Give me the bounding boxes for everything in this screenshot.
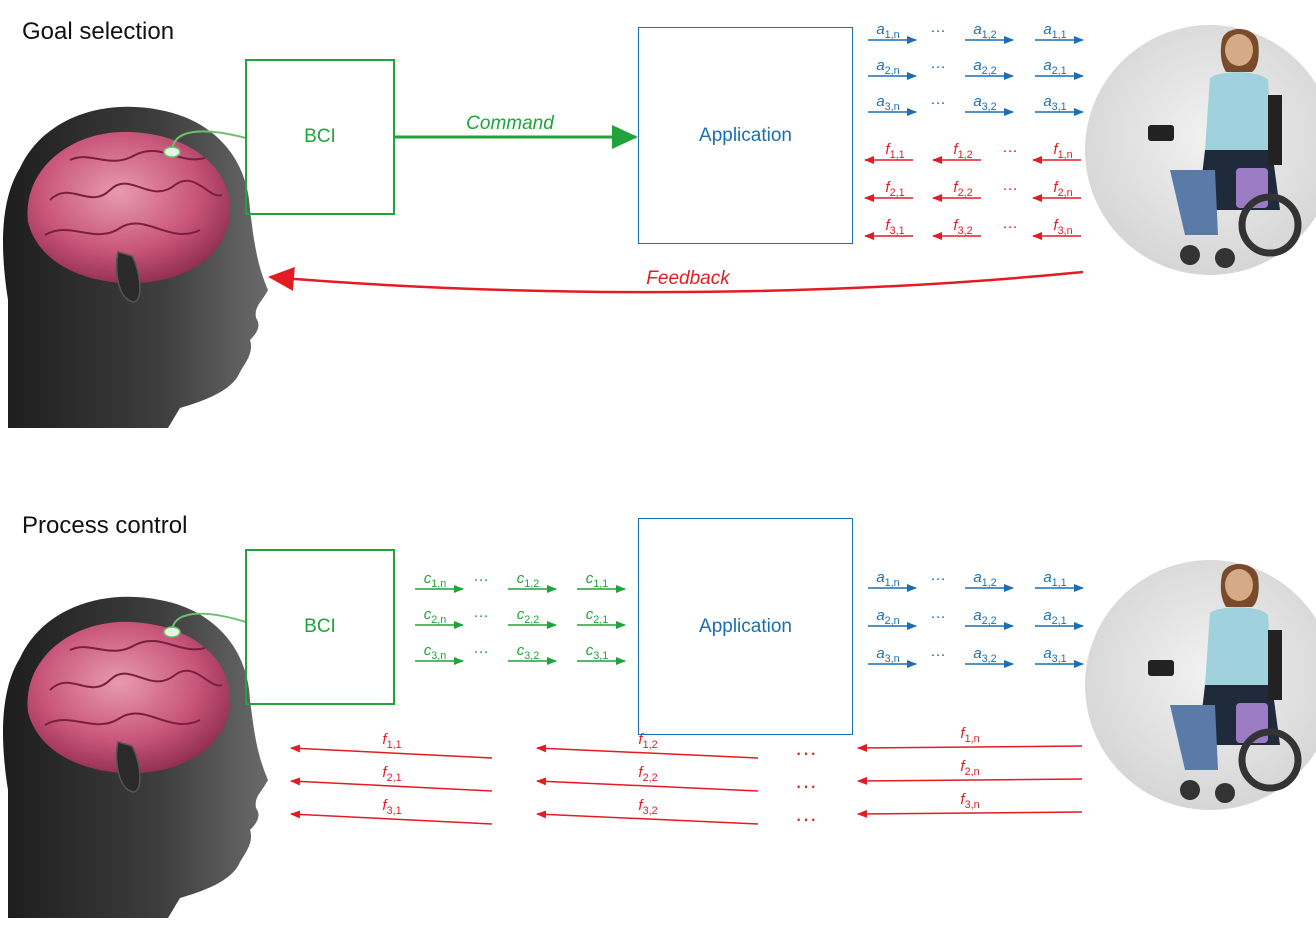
wheelchair-user-photo <box>1085 560 1316 810</box>
ellipsis: … <box>1002 139 1018 156</box>
feedback-signal-arrow <box>536 777 759 792</box>
feedback-signal-arrow <box>857 776 1083 785</box>
action-signal-label: a3,2 <box>973 645 996 665</box>
feedback-signal-label: f2,n <box>1053 179 1072 199</box>
ellipsis: … <box>930 55 946 72</box>
ellipsis: … <box>1002 177 1018 194</box>
human-head-brain-icon <box>2 105 269 429</box>
ellipsis: … <box>930 643 946 660</box>
feedback-signal-arrow <box>290 744 493 759</box>
ellipsis: … <box>930 567 946 584</box>
feedback-signal-label: f1,n <box>960 725 979 745</box>
feedback-signal-arrow <box>536 810 759 825</box>
action-signal-label: a1,n <box>876 21 899 41</box>
feedback-signal-label: f1,n <box>1053 141 1072 161</box>
feedback-signal-arrow <box>536 744 759 759</box>
ellipsis: ··· <box>795 806 817 831</box>
feedback-signal-arrow <box>290 777 493 792</box>
feedback-signal-arrow <box>857 743 1083 752</box>
feedback-signal-label: f1,1 <box>885 141 904 161</box>
bci-label: BCI <box>304 616 336 637</box>
feedback-signal-label: f1,1 <box>382 731 401 751</box>
action-signal-label: a3,2 <box>973 93 996 113</box>
feedback-label: Feedback <box>646 268 731 289</box>
action-signal-label: a3,1 <box>1043 93 1066 113</box>
action-signal-label: a3,1 <box>1043 645 1066 665</box>
feedback-signal-label: f1,2 <box>953 141 972 161</box>
command-label: Command <box>466 113 555 134</box>
command-signal-label: c1,1 <box>586 570 609 590</box>
wheelchair-user-photo <box>1085 25 1316 275</box>
electrode-wire <box>171 130 247 153</box>
action-signal-label: a2,2 <box>973 57 996 77</box>
ellipsis: ··· <box>795 773 817 798</box>
application-box: Application <box>638 27 853 244</box>
feedback-signal-label: f2,2 <box>953 179 972 199</box>
action-signal-label: a1,2 <box>973 569 996 589</box>
command-signal-label: c2,2 <box>517 606 540 626</box>
ellipsis: … <box>1002 215 1018 232</box>
ellipsis: … <box>930 19 946 36</box>
command-signal-label: c2,n <box>424 606 447 626</box>
action-signal-label: a2,n <box>876 57 899 77</box>
action-signal-label: a1,2 <box>973 21 996 41</box>
action-signal-label: a1,n <box>876 569 899 589</box>
bci-box: BCI <box>245 549 395 705</box>
signal-arrows: a1,n a1,2 a1,1 … a2,n a2,2 a2,1 … a3,n a3,2 a3,1 … f… <box>290 19 1084 831</box>
command-signal-label: c3,1 <box>586 642 609 662</box>
command-signal-label: c3,n <box>424 642 447 662</box>
feedback-signal-label: f2,2 <box>638 764 657 784</box>
feedback-signal-label: f3,2 <box>953 217 972 237</box>
feedback-signal-label: f1,2 <box>638 731 657 751</box>
application-label: Application <box>699 124 792 146</box>
command-signal-label: c1,2 <box>517 570 540 590</box>
ellipsis: … <box>930 605 946 622</box>
process-control-title: Process control <box>22 512 188 539</box>
ellipsis: … <box>473 568 489 585</box>
ellipsis: … <box>473 604 489 621</box>
feedback-signal-label: f3,1 <box>885 217 904 237</box>
bci-box: BCI <box>245 59 395 215</box>
command-signal-label: c2,1 <box>586 606 609 626</box>
action-signal-label: a3,n <box>876 93 899 113</box>
feedback-signal-label: f2,1 <box>382 764 401 784</box>
application-label: Application <box>699 615 792 637</box>
feedback-signal-arrow <box>857 809 1083 818</box>
action-signal-label: a3,n <box>876 645 899 665</box>
feedback-signal-label: f2,n <box>960 758 979 778</box>
action-signal-label: a2,2 <box>973 607 996 627</box>
ellipsis: … <box>473 640 489 657</box>
feedback-signal-arrow <box>290 810 493 825</box>
action-signal-label: a2,n <box>876 607 899 627</box>
ellipsis: … <box>930 91 946 108</box>
feedback-signal-label: f3,2 <box>638 797 657 817</box>
action-signal-label: a1,1 <box>1043 569 1066 589</box>
command-signal-label: c1,n <box>424 570 447 590</box>
feedback-signal-label: f3,n <box>1053 217 1072 237</box>
command-signal-label: c3,2 <box>517 642 540 662</box>
feedback-arrow <box>268 267 1084 294</box>
action-signal-label: a1,1 <box>1043 21 1066 41</box>
action-signal-label: a2,1 <box>1043 57 1066 77</box>
action-signal-label: a2,1 <box>1043 607 1066 627</box>
feedback-signal-label: f3,n <box>960 791 979 811</box>
bci-label: BCI <box>304 126 336 147</box>
electrode-icon <box>163 146 181 158</box>
application-box: Application <box>638 518 853 735</box>
feedback-signal-label: f3,1 <box>382 797 401 817</box>
ellipsis: ··· <box>795 740 817 765</box>
goal-selection-title: Goal selection <box>22 18 175 45</box>
human-head-brain-icon <box>2 595 269 919</box>
electrode-icon <box>163 626 181 638</box>
feedback-signal-label: f2,1 <box>885 179 904 199</box>
